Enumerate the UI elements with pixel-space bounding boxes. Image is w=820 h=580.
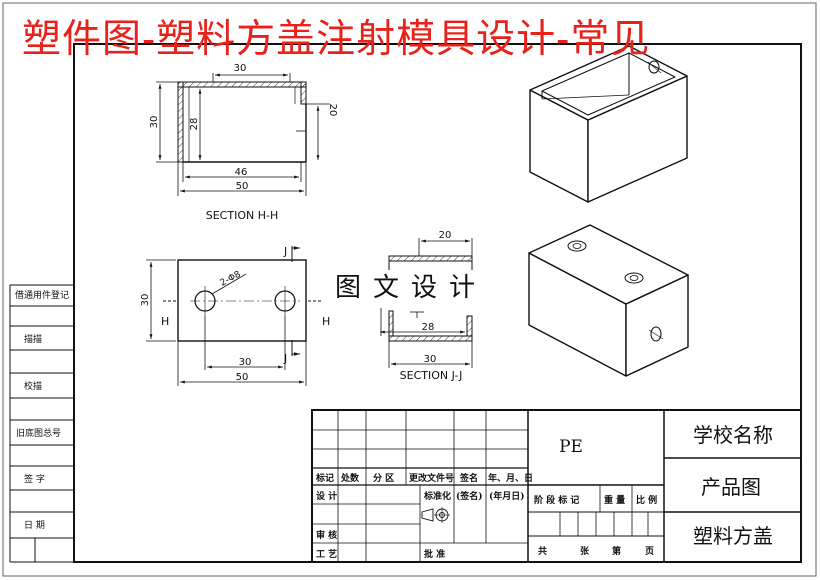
section-jj-dimensions [380, 238, 473, 368]
plan-view-dimensions [146, 259, 307, 386]
dim-plan-hole: 2-Φ8 [219, 269, 243, 288]
tb-drawing-type: 产品图 [701, 475, 761, 499]
section-hh-view [177, 81, 307, 163]
tb-stage: 阶 段 标 记 [534, 494, 579, 506]
tb-sign-date: (年月日) [489, 490, 525, 502]
tb-total: 共 [538, 545, 547, 557]
title-block-grid [311, 409, 802, 563]
dim-hh-inner-width: 46 [235, 167, 248, 178]
plan-view [177, 259, 307, 342]
dim-plan-spacing: 30 [239, 357, 252, 368]
tb-zone: 分 区 [373, 472, 394, 484]
cut-h-right: H [322, 315, 330, 328]
section-hh-label: SECTION H-H [206, 209, 278, 222]
tb-standard: 标准化 [423, 490, 451, 502]
tb-process: 工 艺 [316, 548, 337, 560]
dim-jj-outer: 30 [424, 354, 437, 365]
tb-signature: 签名 [459, 472, 478, 484]
tb-page: 第 [612, 545, 621, 557]
cut-j-top: J [283, 245, 287, 258]
section-hh-dimensions [156, 73, 330, 196]
left-item-5: 签 字 [24, 473, 45, 485]
left-item-3: 校描 [24, 380, 42, 392]
tb-weight: 重 量 [604, 494, 625, 506]
tb-material: PE [559, 437, 583, 457]
dim-hh-inner-height: 28 [189, 118, 200, 131]
dim-jj-top: 20 [439, 230, 452, 241]
dim-plan-width: 50 [236, 372, 249, 383]
cut-h-left: H [161, 315, 169, 328]
section-jj-label: SECTION J-J [400, 369, 463, 382]
tb-approve: 批 准 [424, 548, 445, 560]
tb-date: 年、月、日 [488, 472, 533, 484]
section-jj-view [388, 255, 473, 342]
dim-hh-right-height: 20 [327, 104, 338, 117]
left-registration-column [9, 284, 74, 563]
tb-change-doc: 更改文件号 [409, 472, 454, 484]
dim-hh-top: 30 [234, 63, 247, 74]
tb-review: 审 核 [316, 529, 337, 541]
center-stamp: 图文设计 [325, 270, 498, 307]
tb-part-name: 塑料方盖 [693, 524, 773, 548]
left-item-1: 借通用件登记 [15, 289, 69, 301]
left-item-4: 旧底图总号 [16, 427, 61, 439]
left-item-6: 日 期 [24, 520, 45, 531]
tb-school: 学校名称 [693, 423, 773, 447]
left-item-2: 描描 [24, 333, 42, 345]
dim-plan-height: 30 [140, 294, 151, 307]
isometric-closed-box [528, 224, 689, 377]
tb-mark: 标记 [315, 472, 334, 484]
tb-scale: 比 例 [636, 494, 657, 506]
dim-hh-height: 30 [149, 116, 160, 129]
title-banner: 塑件图-塑料方盖注射模具设计-常见 [22, 17, 651, 62]
tb-design: 设 计 [316, 490, 337, 502]
dim-jj-inner: 28 [422, 322, 435, 333]
plan-view-section-marks [163, 246, 322, 356]
tb-sheets: 张 [580, 545, 590, 557]
tb-sign: (签名) [456, 490, 483, 502]
tb-page-unit: 页 [645, 546, 654, 557]
isometric-open-box [529, 45, 688, 203]
dim-hh-outer-width: 50 [236, 181, 249, 192]
tb-count: 处数 [340, 472, 360, 484]
